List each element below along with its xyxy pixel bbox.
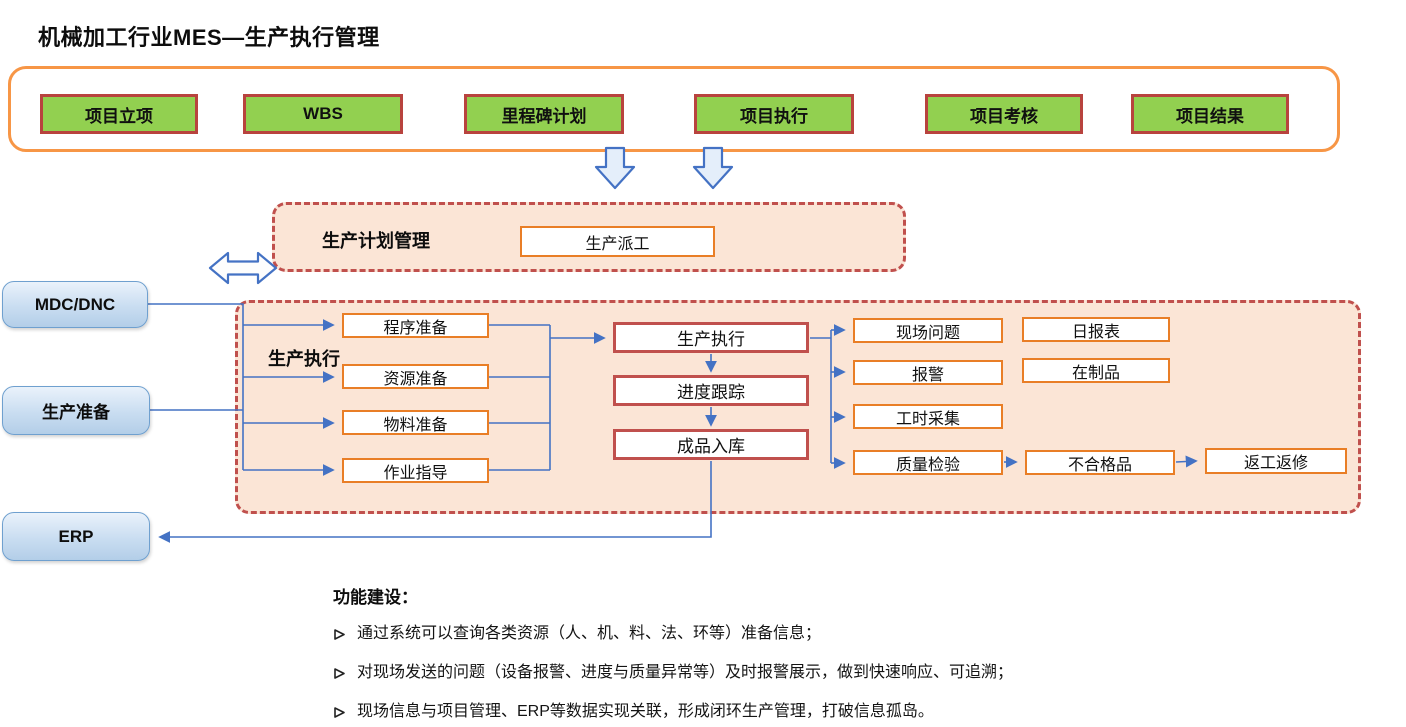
note-bullet: 对现场发送的问题（设备报警、进度与质量异常等）及时报警展示，做到快速响应、可追溯… xyxy=(333,662,1333,686)
node-daily-report: 日报表 xyxy=(1022,317,1170,342)
note-text: 对现场发送的问题（设备报警、进度与质量异常等）及时报警展示，做到快速响应、可追溯… xyxy=(357,664,1014,681)
phase-box-project-execution: 项目执行 xyxy=(694,94,854,134)
node-resource-prep: 资源准备 xyxy=(342,364,489,389)
phase-box-project-assessment: 项目考核 xyxy=(925,94,1083,134)
node-nonconforming-product: 不合格品 xyxy=(1025,450,1175,475)
project-phase-frame xyxy=(8,66,1340,152)
node-work-hours-collection: 工时采集 xyxy=(853,404,1003,429)
node-production-execution: 生产执行 xyxy=(613,322,809,353)
node-production-dispatch: 生产派工 xyxy=(520,226,715,257)
note-bullet: 现场信息与项目管理、ERP等数据实现关联，形成闭环生产管理，打破信息孤岛。 xyxy=(333,701,1333,725)
node-quality-inspection: 质量检验 xyxy=(853,450,1003,475)
phase-box-project-initiation: 项目立项 xyxy=(40,94,198,134)
node-production-prep: 生产准备 xyxy=(2,386,150,435)
plan-section-label: 生产计划管理 xyxy=(322,231,430,251)
notes-block: 功能建设： 通过系统可以查询各类资源（人、机、料、法、环等）准备信息； 对现场发… xyxy=(333,583,1333,725)
node-material-prep: 物料准备 xyxy=(342,410,489,435)
node-program-prep: 程序准备 xyxy=(342,313,489,338)
node-erp: ERP xyxy=(2,512,150,561)
double-arrow-icon xyxy=(208,251,278,285)
down-arrow-icon xyxy=(692,146,734,190)
node-site-issues: 现场问题 xyxy=(853,318,1003,343)
node-mdc-dnc: MDC/DNC xyxy=(2,281,148,328)
plan-section-container xyxy=(272,202,906,272)
arrow-bullet-icon xyxy=(333,662,346,686)
note-text: 现场信息与项目管理、ERP等数据实现关联，形成闭环生产管理，打破信息孤岛。 xyxy=(357,703,934,720)
note-text: 通过系统可以查询各类资源（人、机、料、法、环等）准备信息； xyxy=(357,625,822,642)
node-alarm: 报警 xyxy=(853,360,1003,385)
note-bullet: 通过系统可以查询各类资源（人、机、料、法、环等）准备信息； xyxy=(333,623,1333,647)
node-wip: 在制品 xyxy=(1022,358,1170,383)
arrow-bullet-icon xyxy=(333,701,346,725)
node-finished-goods-storage: 成品入库 xyxy=(613,429,809,460)
phase-box-project-results: 项目结果 xyxy=(1131,94,1289,134)
page-title: 机械加工行业MES—生产执行管理 xyxy=(38,25,380,50)
phase-box-milestone-plan: 里程碑计划 xyxy=(464,94,624,134)
phase-box-wbs: WBS xyxy=(243,94,403,134)
node-progress-tracking: 进度跟踪 xyxy=(613,375,809,406)
execution-section-label: 生产执行 xyxy=(268,349,340,369)
down-arrow-icon xyxy=(594,146,636,190)
node-work-instruction: 作业指导 xyxy=(342,458,489,483)
node-rework-repair: 返工返修 xyxy=(1205,448,1347,474)
notes-heading: 功能建设： xyxy=(333,588,418,607)
arrow-bullet-icon xyxy=(333,623,346,647)
